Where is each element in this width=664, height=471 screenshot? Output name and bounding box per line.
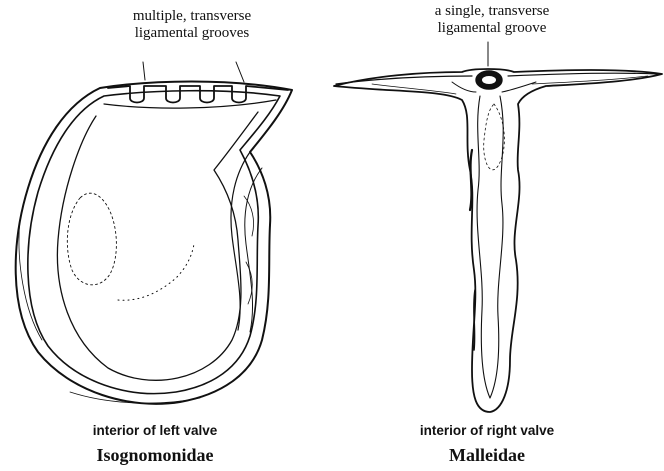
malleid-valve-drawing [332, 0, 664, 420]
inner-body-outline [477, 96, 503, 398]
hinge-shading-left [452, 82, 476, 92]
shell-lamella-bottom [70, 392, 200, 403]
view-caption: interior of right valve [352, 423, 622, 438]
byssal-fold-1 [231, 152, 250, 330]
family-name: Malleidae [352, 445, 622, 466]
hinge-shading-right [502, 82, 536, 92]
pallial-line [118, 244, 194, 300]
hinge-lower-edge [104, 100, 276, 108]
byssal-fold-2 [245, 168, 262, 332]
inner-nacre-outline [57, 112, 258, 380]
isognomonid-valve-drawing [0, 0, 332, 420]
valve-rim [28, 91, 280, 394]
figure-malleidae: a single, transverse ligamental groove [332, 0, 664, 471]
family-name: Isognomonidae [20, 445, 290, 466]
leader-line-2 [236, 62, 244, 82]
leader-line-1 [143, 62, 145, 80]
figure-isognomonidae: multiple, transverse ligamental grooves [0, 0, 332, 471]
body-edge-texture-left [470, 150, 472, 210]
adductor-muscle-scar [67, 193, 116, 285]
muscle-scar [484, 104, 505, 170]
ligamental-groove-highlight [482, 76, 496, 84]
body-edge-texture-left-2 [474, 290, 475, 350]
view-caption: interior of left valve [20, 423, 290, 438]
